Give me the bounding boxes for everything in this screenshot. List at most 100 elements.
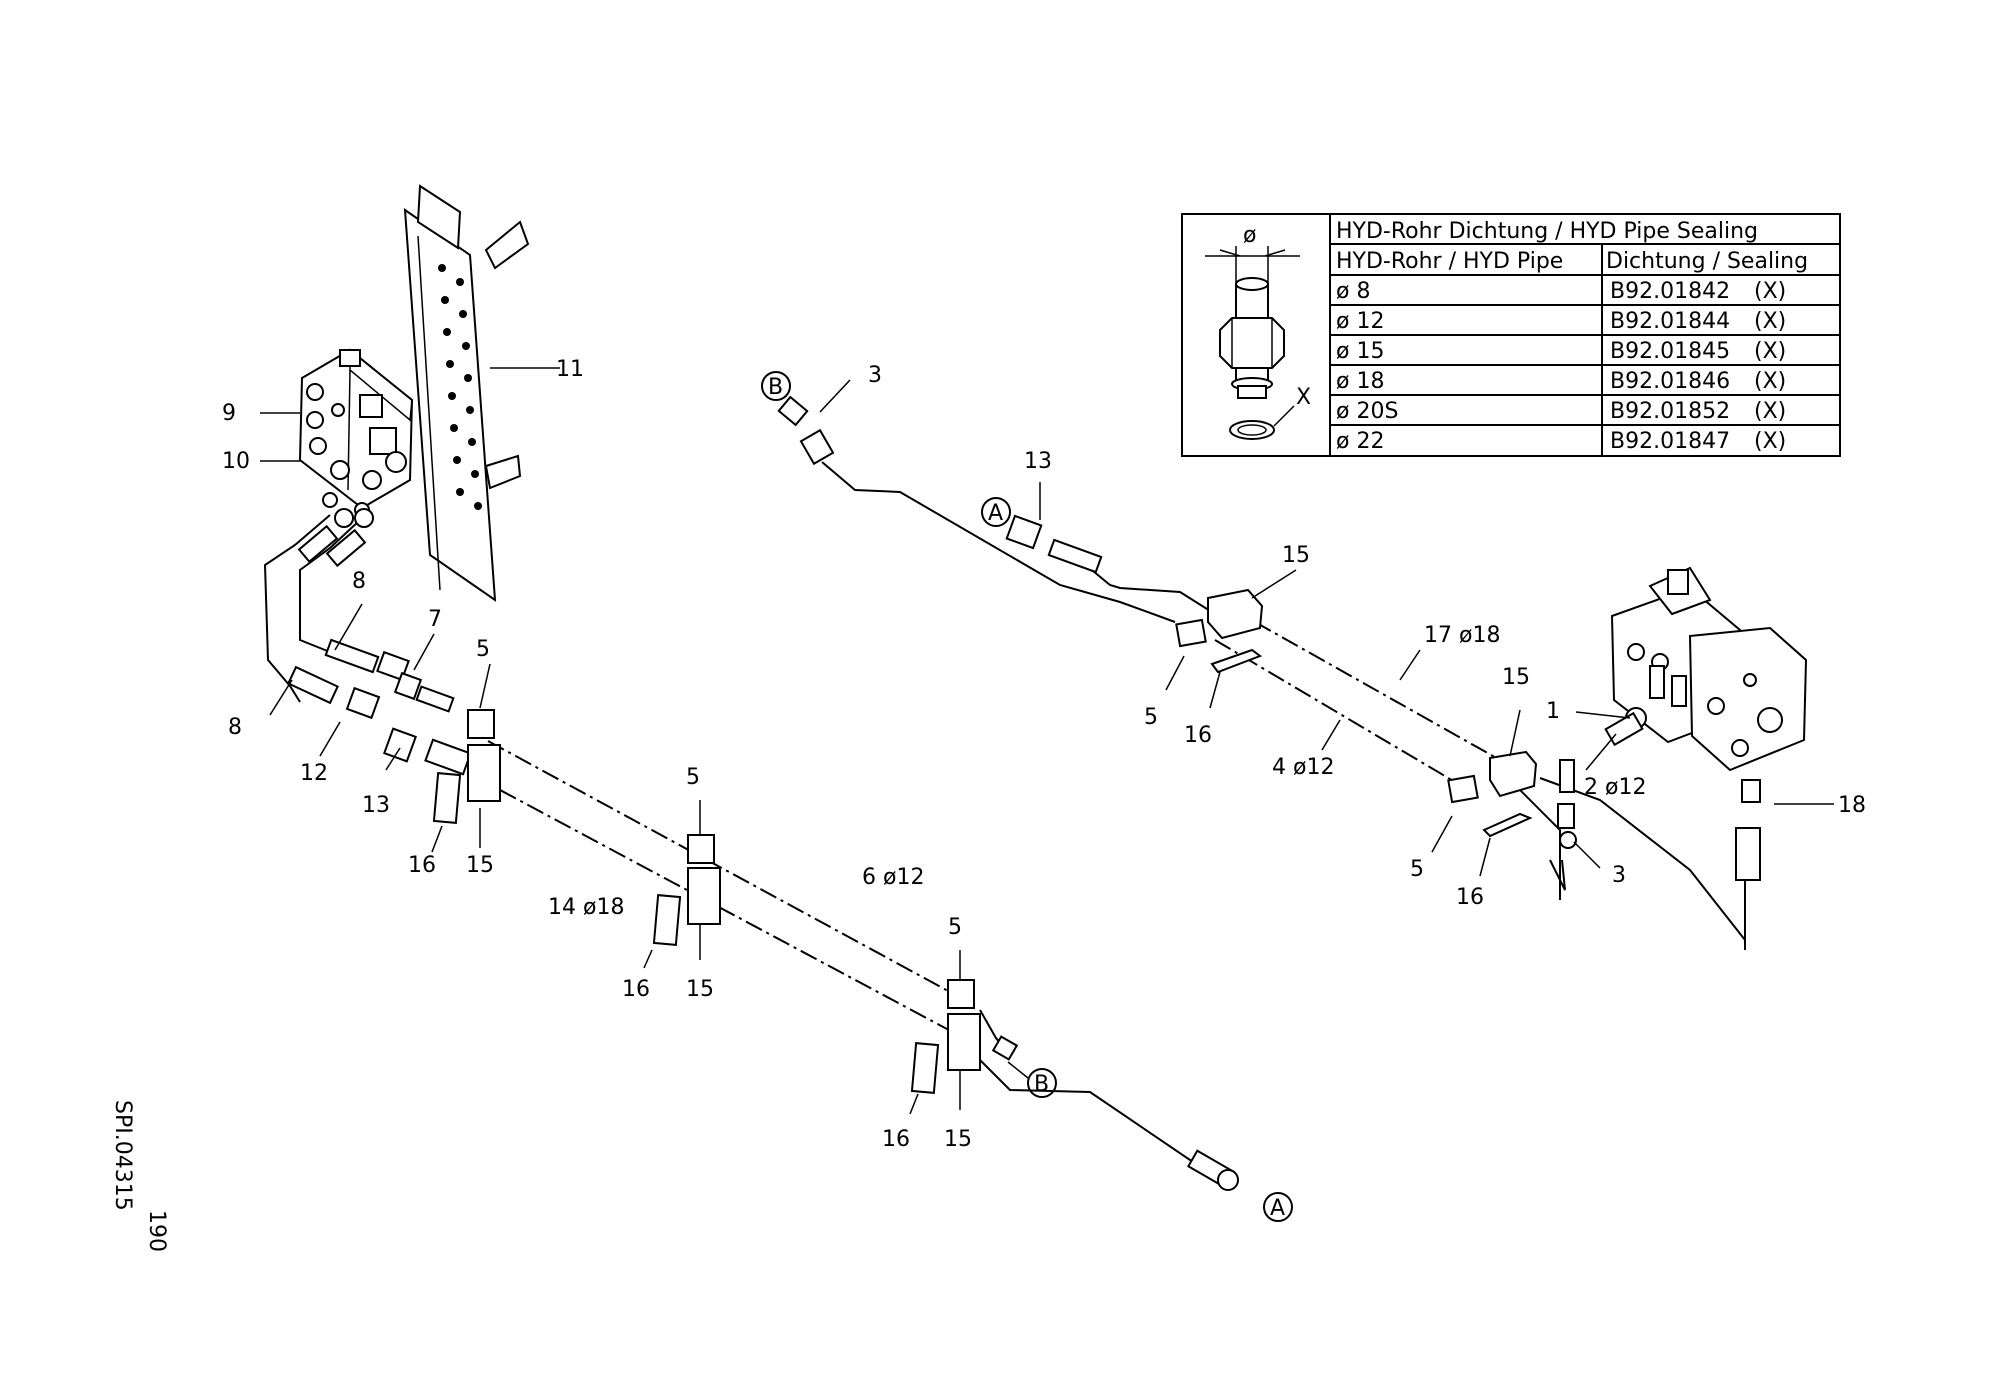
seal-part-number: B92.01842 xyxy=(1610,279,1730,304)
clamp-16 xyxy=(1482,812,1533,838)
callout-4: 4 ø12 xyxy=(1272,755,1334,780)
callout-15-1: 15 xyxy=(466,853,494,878)
marker-label: A xyxy=(988,501,1003,526)
seal-part-number: B92.01852 xyxy=(1610,399,1730,424)
seal-mark: (X) xyxy=(1754,339,1786,364)
clamp-group xyxy=(432,709,501,824)
seal-marker: X xyxy=(1296,385,1311,410)
diameter-symbol: ø xyxy=(1243,223,1256,248)
pipe-fitting-illustration: ø X xyxy=(1205,223,1311,440)
clamp-16 xyxy=(910,1042,940,1094)
callout-5-3: 5 xyxy=(948,915,962,940)
valve-block-right xyxy=(1610,566,1808,881)
seal-mark: (X) xyxy=(1754,399,1786,424)
callout-3-top: 3 xyxy=(868,363,882,388)
pipe-diameter: ø 18 xyxy=(1336,369,1384,394)
seal-part-number: B92.01846 xyxy=(1610,369,1730,394)
callout-9: 9 xyxy=(222,401,236,426)
clamp-5 xyxy=(687,834,715,864)
marker-label: A xyxy=(1270,1196,1285,1221)
clamp-group xyxy=(1447,750,1538,838)
table-header-seal: Dichtung / Sealing xyxy=(1606,249,1808,274)
callout-10: 10 xyxy=(222,449,250,474)
table-row: ø 20S B92.01852 (X) xyxy=(1336,399,1786,424)
callout-16-1: 16 xyxy=(408,853,436,878)
callout-11: 11 xyxy=(556,357,584,382)
pipe-to-A-bottom xyxy=(965,1045,1239,1191)
clamp-5 xyxy=(947,979,975,1009)
marker-label: B xyxy=(768,375,783,400)
callout-16-3: 16 xyxy=(882,1127,910,1152)
clamp-15 xyxy=(467,744,501,802)
callout-7: 7 xyxy=(428,607,442,632)
callout-5-1: 5 xyxy=(476,637,490,662)
callout-15-2: 15 xyxy=(686,977,714,1002)
page-number: 190 xyxy=(144,1210,169,1252)
callouts: 11 9 10 8 7 5 8 12 13 16 15 5 14 ø18 6 ø… xyxy=(222,357,1866,1152)
callout-3-right: 3 xyxy=(1612,863,1626,888)
pipe-17-upper-right xyxy=(1254,621,1501,761)
pipe-diameter: ø 22 xyxy=(1336,429,1384,454)
marker-label: B xyxy=(1034,1072,1049,1097)
table-title: HYD-Rohr Dichtung / HYD Pipe Sealing xyxy=(1336,219,1758,244)
clamp-group xyxy=(910,979,981,1094)
callout-8-upper: 8 xyxy=(352,569,366,594)
marker-B-bottom: B xyxy=(1007,1061,1057,1098)
pipe-diameter: ø 12 xyxy=(1336,309,1384,334)
callout-15-5: 15 xyxy=(1502,665,1530,690)
clamp-5 xyxy=(1447,774,1479,804)
seal-mark: (X) xyxy=(1754,309,1786,334)
table-row: ø 12 B92.01844 (X) xyxy=(1336,309,1786,334)
callout-5-4: 5 xyxy=(1144,705,1158,730)
callout-16-2: 16 xyxy=(622,977,650,1002)
leader-lines xyxy=(260,367,1834,1115)
pipe-to-B-bottom xyxy=(979,1009,1019,1061)
clamp-5 xyxy=(1175,618,1207,648)
callout-6: 6 ø12 xyxy=(862,865,924,890)
pipe-from-A-top xyxy=(1005,514,1216,615)
pipe-diameter: ø 8 xyxy=(1336,279,1370,304)
clamp-16 xyxy=(652,894,682,946)
seal-part-number: B92.01847 xyxy=(1610,429,1730,454)
seal-mark: (X) xyxy=(1754,429,1786,454)
table-header-pipe: HYD-Rohr / HYD Pipe xyxy=(1336,249,1563,274)
clamp-16 xyxy=(1210,648,1263,674)
clamp-15 xyxy=(1489,750,1538,798)
table-row: ø 22 B92.01847 (X) xyxy=(1336,429,1786,454)
clamp-5 xyxy=(467,709,495,739)
clamp-15 xyxy=(1207,588,1264,640)
pipe-14-lower xyxy=(499,789,961,1037)
sealing-table: ø X HYD-Rohr Dichtung / HYD Pipe Sealing… xyxy=(1181,213,1841,457)
clamp-group xyxy=(652,834,721,946)
marker-A-bottom: A xyxy=(1263,1192,1293,1222)
table-row: ø 15 B92.01845 (X) xyxy=(1336,339,1786,364)
hose-lines-8 xyxy=(263,508,380,705)
callout-17: 17 ø18 xyxy=(1424,623,1500,648)
callout-5-5: 5 xyxy=(1410,857,1424,882)
callout-15-4: 15 xyxy=(1282,543,1310,568)
fittings-left xyxy=(345,650,472,776)
mounting-plate xyxy=(403,184,530,603)
callout-8-lower: 8 xyxy=(228,715,242,740)
seal-mark: (X) xyxy=(1754,279,1786,304)
table-row: ø 8 B92.01842 (X) xyxy=(1336,279,1786,304)
sheet-reference: 190 SPI.04315 xyxy=(110,1100,169,1252)
seal-mark: (X) xyxy=(1754,369,1786,394)
callout-18: 18 xyxy=(1838,793,1866,818)
drawing-code: SPI.04315 xyxy=(110,1100,135,1211)
callout-16-4: 16 xyxy=(1184,723,1212,748)
seal-part-number: B92.01844 xyxy=(1610,309,1730,334)
callout-13-right: 13 xyxy=(1024,449,1052,474)
table-row: ø 18 B92.01846 (X) xyxy=(1336,369,1786,394)
pipe-diameter: ø 20S xyxy=(1336,399,1398,424)
fittings-right xyxy=(1549,711,1644,891)
pipe-4-lower-right xyxy=(1214,639,1456,783)
callout-12: 12 xyxy=(300,761,328,786)
clamp-15 xyxy=(947,1013,981,1071)
pipe-6-upper xyxy=(487,740,951,993)
callout-5-2: 5 xyxy=(686,765,700,790)
callout-2: 2 ø12 xyxy=(1584,775,1646,800)
valve-block-left xyxy=(298,348,414,518)
clamp-16 xyxy=(432,772,462,824)
